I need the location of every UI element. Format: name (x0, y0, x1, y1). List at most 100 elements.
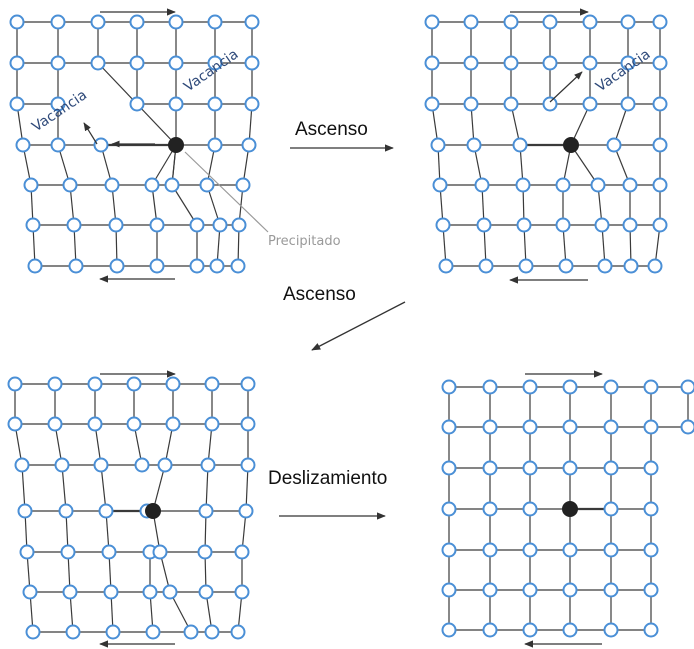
atom (643, 501, 659, 517)
atom (476, 217, 492, 233)
lattice-bond (169, 591, 192, 633)
panel-after-glide (441, 379, 694, 638)
atom (162, 584, 178, 600)
lattice-bond (205, 464, 209, 512)
atom (441, 460, 457, 476)
atom (652, 55, 668, 71)
lattice-bond (97, 62, 138, 105)
atom (424, 14, 440, 30)
atom (542, 14, 558, 30)
atom (149, 217, 165, 233)
atom (622, 177, 638, 193)
atom (482, 622, 498, 638)
atom (522, 419, 538, 435)
atom (231, 217, 247, 233)
atom (652, 14, 668, 30)
atom (652, 217, 668, 233)
atom (145, 624, 161, 640)
atom (512, 137, 528, 153)
atom (623, 258, 639, 274)
atom (424, 55, 440, 71)
atom (582, 14, 598, 30)
atom (50, 55, 66, 71)
atom (65, 624, 81, 640)
atom (207, 137, 223, 153)
atom (441, 379, 457, 395)
atom (109, 258, 125, 274)
atom (482, 582, 498, 598)
atom (522, 582, 538, 598)
lattice-atoms (441, 379, 694, 638)
process-arrows (279, 144, 406, 520)
atom (204, 416, 220, 432)
atom (14, 457, 30, 473)
label-climb-2: Ascenso (283, 284, 356, 305)
shear-arrows (99, 8, 603, 648)
atom (235, 177, 251, 193)
atom (204, 624, 220, 640)
atom (149, 258, 165, 274)
atom (518, 258, 534, 274)
atom (165, 416, 181, 432)
lattice-atoms (7, 376, 256, 640)
atom (15, 137, 31, 153)
atom (463, 14, 479, 30)
atom (199, 177, 215, 193)
atom (9, 96, 25, 112)
atom (7, 416, 23, 432)
atom (503, 14, 519, 30)
vacancy-arrows (83, 71, 583, 148)
atom (643, 582, 659, 598)
atom (126, 376, 142, 392)
atom (234, 584, 250, 600)
atom (23, 177, 39, 193)
atom (198, 584, 214, 600)
atom (522, 542, 538, 558)
atom (93, 457, 109, 473)
lattice-bond (21, 464, 26, 512)
lattice-bond (245, 464, 249, 512)
precipitate-atom (168, 137, 184, 153)
atom (87, 416, 103, 432)
atom (516, 217, 532, 233)
precipitate-atom (145, 503, 161, 519)
atom (643, 419, 659, 435)
atom (555, 217, 571, 233)
atom (90, 55, 106, 71)
atom (25, 217, 41, 233)
label-vacancy-top: Vacancia (181, 46, 241, 95)
atom (164, 177, 180, 193)
atom (582, 96, 598, 112)
label-glide: Deslizamiento (268, 468, 387, 489)
atom (594, 217, 610, 233)
atom (129, 14, 145, 30)
atom (515, 177, 531, 193)
atom (643, 460, 659, 476)
atom (603, 501, 619, 517)
atom (168, 96, 184, 112)
atom (652, 137, 668, 153)
atom (240, 376, 256, 392)
atom (482, 419, 498, 435)
atom (7, 376, 23, 392)
label-climb-1: Ascenso (295, 119, 368, 140)
atom (558, 258, 574, 274)
lattice-atoms (9, 14, 260, 274)
arrow-climb-2 (311, 301, 406, 351)
atom (582, 55, 598, 71)
label-vacancy-left: Vacancia (29, 87, 90, 135)
atom (603, 379, 619, 395)
atom (238, 503, 254, 519)
atom (240, 416, 256, 432)
atom (207, 14, 223, 30)
atom (230, 258, 246, 274)
atom (207, 55, 223, 71)
atom (522, 379, 538, 395)
atom (165, 376, 181, 392)
atom (562, 460, 578, 476)
atom (142, 584, 158, 600)
atom (438, 258, 454, 274)
atom (126, 416, 142, 432)
atom (103, 584, 119, 600)
